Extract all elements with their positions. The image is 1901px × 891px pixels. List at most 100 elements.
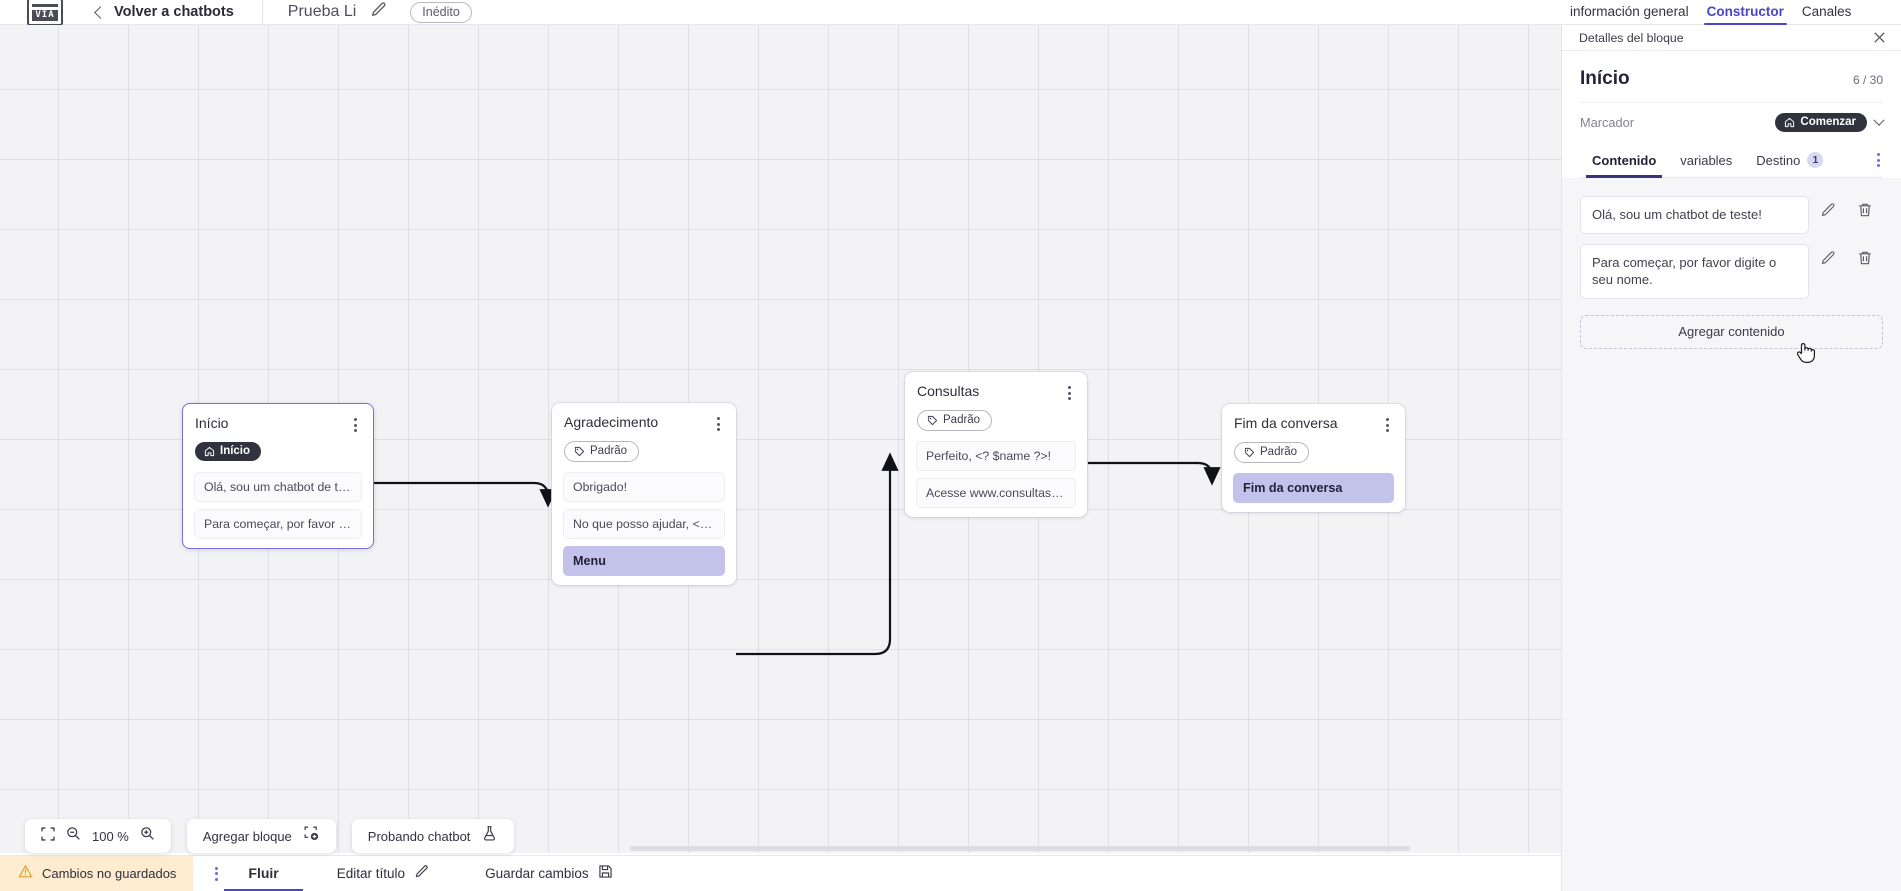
panel-marker-row: Marcador Comenzar [1580,102,1885,143]
tab-fluir[interactable]: Fluir [224,857,304,891]
panel-tab-contenido[interactable]: Contenido [1580,144,1668,178]
toolbar-divider [261,0,263,34]
add-block-button[interactable]: Agregar bloque [186,819,336,853]
tab-canales[interactable]: Canales [1801,4,1852,19]
panel-tab-destino-badge: 1 [1807,152,1824,168]
home-icon [204,446,215,456]
flow-node-fim-da-conversa[interactable]: Fim da conversa Padrão Fim da conversa [1222,404,1405,512]
panel-header-label: Detalles del bloque [1579,30,1684,45]
node-menu-button[interactable] [1064,383,1075,403]
panel-tab-destino[interactable]: Destino 1 [1744,143,1835,177]
content-delete-button[interactable] [1846,244,1883,266]
node-badge-row: Padrão [1222,435,1405,463]
tab-informacion-general[interactable]: información general [1570,4,1689,19]
panel-tab-label: Contenido [1592,152,1657,168]
panel-title-row: Início 6 / 30 [1580,51,1883,102]
flow-node-agradecimento[interactable]: Agradecimento Padrão Obrigado! No que po… [552,403,736,585]
test-chatbot-button[interactable]: Probando chatbot [351,819,515,853]
node-message-list: Olá, sou um chatbot de teste! Para começ… [183,462,373,539]
node-message[interactable]: Perfeito, <? $name ?>! [916,441,1076,471]
panel-block-title: Início [1580,68,1630,89]
content-item-text[interactable]: Para começar, por favor digite o seu nom… [1580,243,1809,299]
node-header: Agradecimento [552,403,736,434]
node-header: Início [183,404,373,435]
node-title: Consultas [917,383,980,399]
zoom-controls: 100 % [25,819,171,853]
node-badge-padrao[interactable]: Padrão [564,441,640,462]
add-content-button[interactable]: Agregar contenido [1580,314,1883,349]
content-item-text[interactable]: Olá, sou um chatbot de teste! [1580,196,1809,234]
tag-icon [574,446,585,456]
node-badge-padrao[interactable]: Padrão [1234,442,1310,463]
status-badge: Inédito [410,1,472,23]
pencil-icon[interactable] [370,1,387,23]
back-to-chatbots-label: Volver a chatbots [114,4,234,20]
node-badge-row: Início [183,435,373,462]
node-title: Início [195,415,229,431]
node-message-menu[interactable]: Menu [563,546,725,576]
node-menu-button[interactable] [713,414,724,434]
block-details-panel: Detalles del bloque Início 6 / 30 Marcad… [1561,25,1901,891]
node-badge-row: Padrão [552,434,736,462]
node-badge-padrao[interactable]: Padrão [917,410,993,431]
warning-triangle-icon [18,864,33,884]
zoom-out-icon[interactable] [66,826,81,846]
content-edit-button[interactable] [1809,196,1846,218]
node-message[interactable]: Acesse www.consultas.com par... [916,478,1076,508]
node-message-list: Perfeito, <? $name ?>! Acesse www.consul… [905,431,1087,508]
node-badge-inicio[interactable]: Início [195,442,262,461]
node-message[interactable]: Olá, sou um chatbot de teste! [194,471,362,502]
fit-screen-icon[interactable] [41,826,55,846]
marker-value-label: Comenzar [1800,116,1856,128]
close-icon[interactable] [1872,30,1887,45]
canvas-toolbar: 100 % Agregar bloque Probando chatbot [25,819,515,853]
panel-header-bar: Detalles del bloque [1562,25,1901,51]
panel-tab-label: variables [1680,152,1733,168]
node-message-end[interactable]: Fim da conversa [1233,473,1394,503]
panel-tabs-menu-button[interactable] [1874,147,1883,173]
content-item-row: Para começar, por favor digite o seu nom… [1580,243,1883,299]
panel-tab-variables[interactable]: variables [1668,144,1744,177]
node-menu-button[interactable] [1382,415,1393,435]
chevron-down-icon[interactable] [1873,114,1885,126]
canvas-horizontal-scrollbar[interactable] [630,846,1410,851]
edit-title-label: Editar título [336,866,406,881]
test-chatbot-label: Probando chatbot [367,828,471,844]
flow-canvas[interactable]: Início Início Olá, sou um chatbot de tes… [0,25,1561,855]
tag-icon [1244,447,1255,457]
tag-icon [927,415,938,425]
unsaved-changes-label: Cambios no guardados [42,866,177,881]
node-badge-row: Padrão [905,403,1087,431]
content-item-row: Olá, sou um chatbot de teste! [1580,196,1883,234]
node-menu-button[interactable] [350,415,361,435]
save-changes-label: Guardar cambios [485,866,589,881]
logo-text: VIA [32,10,58,21]
node-message-list: Fim da conversa [1222,463,1405,503]
flow-node-inicio[interactable]: Início Início Olá, sou um chatbot de tes… [182,403,374,549]
app-logo[interactable]: VIA [27,0,63,26]
panel-tabs: Contenido variables Destino 1 [1580,143,1883,178]
node-message[interactable]: No que posso ajudar, <? $Sname ... [563,509,725,539]
node-header: Consultas [905,372,1087,403]
edit-title-button[interactable]: Editar título [337,864,429,884]
save-changes-button[interactable]: Guardar cambios [485,864,613,884]
node-badge-label: Início [220,445,251,457]
node-message[interactable]: Obrigado! [563,472,725,502]
project-title: Prueba Li [287,3,357,20]
marker-value-badge[interactable]: Comenzar [1775,113,1867,132]
back-to-chatbots-button[interactable]: Volver a chatbots [94,0,236,24]
zoom-in-icon[interactable] [140,826,155,846]
status-bar: Cambios no guardados Fluir Editar título… [0,855,1561,891]
content-delete-button[interactable] [1846,196,1883,218]
status-bar-menu-button[interactable] [215,866,219,881]
node-message[interactable]: Para começar, por favor digite o ... [194,508,362,539]
panel-body: Início 6 / 30 Marcador Comenzar [1562,51,1901,178]
save-disk-icon [598,864,613,884]
tab-constructor[interactable]: Constructor [1698,4,1793,25]
node-message-list: Obrigado! No que posso ajudar, <? $Sname… [552,462,736,576]
node-title: Fim da conversa [1234,415,1338,431]
content-edit-button[interactable] [1809,244,1846,266]
flow-node-consultas[interactable]: Consultas Padrão Perfeito, <? $name ?>! … [905,372,1087,517]
panel-content-list: Olá, sou um chatbot de teste! Para começ… [1562,178,1901,349]
